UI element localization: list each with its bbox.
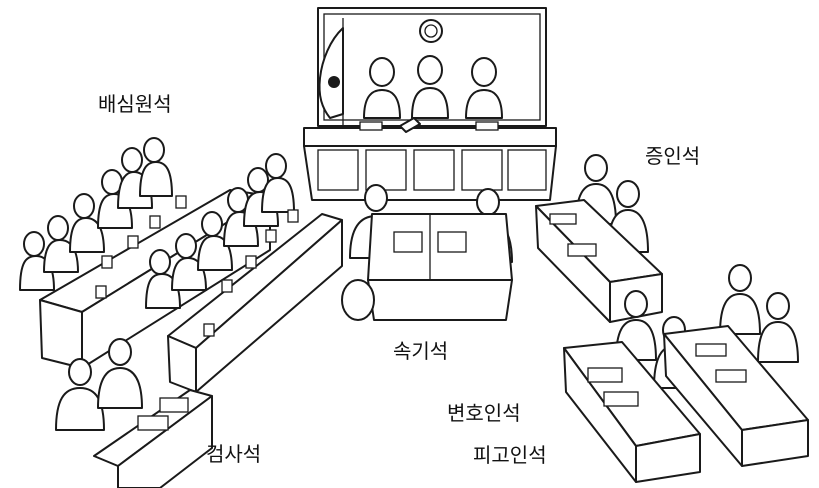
- court-emblem-icon: [419, 19, 443, 43]
- prosecutor-label: 검사석: [206, 442, 262, 466]
- defense-table: [563, 290, 701, 483]
- stenographer-desk: [341, 184, 513, 321]
- defense-label: 변호인석: [447, 401, 521, 425]
- defendant-label: 피고인석: [473, 443, 547, 467]
- defendant-table: [663, 264, 809, 467]
- flag-icon: [318, 18, 344, 128]
- judge-center: [411, 55, 449, 119]
- jury-label: 배심원석: [98, 92, 172, 116]
- prosecutor-desk: [55, 338, 213, 488]
- witness-stand: [535, 154, 663, 323]
- judge-right: [465, 57, 503, 119]
- witness-label: 증인석: [645, 144, 701, 168]
- jury-box: [19, 137, 343, 393]
- judge-left: [363, 57, 401, 119]
- judges-bench: [303, 117, 557, 201]
- stenographer-label: 속기석: [393, 339, 449, 363]
